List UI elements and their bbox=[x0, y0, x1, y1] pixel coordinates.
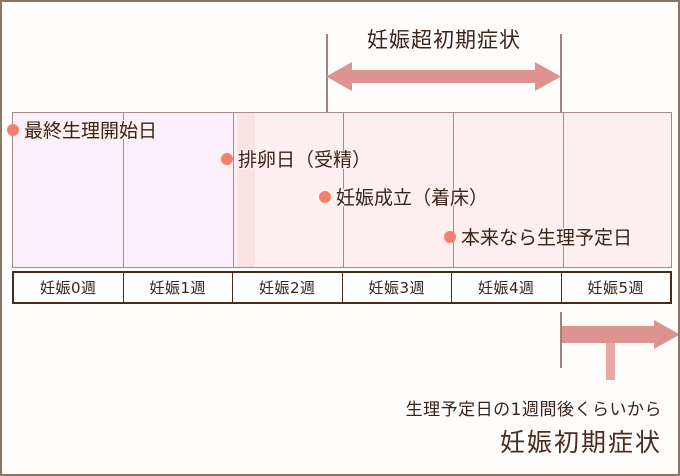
band-gridline-3 bbox=[343, 113, 344, 267]
event-dot-icon bbox=[7, 123, 19, 136]
event-marker-ovulation: 排卵日（受精） bbox=[221, 145, 371, 172]
guide-line-week5-start bbox=[560, 34, 562, 112]
event-label: 本来なら生理予定日 bbox=[461, 227, 633, 249]
week-cell-5: 妊娠5週 bbox=[587, 279, 645, 297]
band-gridline-1 bbox=[123, 113, 124, 267]
elbow-right-arrow-icon bbox=[562, 320, 678, 380]
week-cell-3: 妊娠3週 bbox=[343, 273, 452, 302]
event-label: 最終生理開始日 bbox=[24, 120, 158, 142]
event-dot-icon bbox=[444, 230, 456, 243]
event-label: 排卵日（受精） bbox=[238, 149, 372, 171]
band-post-ovulation bbox=[255, 113, 671, 267]
week-cell-2: 妊娠2週 bbox=[233, 273, 343, 302]
band-gridline-5 bbox=[563, 113, 564, 267]
week-cell-0: 妊娠0週 bbox=[14, 273, 124, 302]
bottom-caption-line1: 生理予定日の1週間後くらいから bbox=[405, 400, 662, 420]
week-cell-1: 妊娠1週 bbox=[124, 273, 233, 302]
band-gridline-4 bbox=[453, 113, 454, 267]
timeline-band-region bbox=[12, 112, 672, 268]
band-ovulation-highlight bbox=[237, 113, 255, 267]
bottom-caption-line2: 妊娠初期症状 bbox=[499, 428, 662, 457]
event-marker-implantation: 妊娠成立（着床） bbox=[319, 183, 488, 210]
event-dot-icon bbox=[221, 152, 233, 165]
top-heading-label: 妊娠超初期症状 bbox=[367, 28, 521, 52]
band-gridline-2 bbox=[233, 113, 234, 267]
event-marker-last-period: 最終生理開始日 bbox=[7, 116, 157, 143]
double-headed-arrow-icon bbox=[326, 61, 561, 92]
event-label: 妊娠成立（着床） bbox=[336, 187, 489, 209]
guide-line-below-table bbox=[560, 312, 562, 368]
event-marker-expected-period: 本来なら生理予定日 bbox=[444, 223, 632, 250]
event-dot-icon bbox=[319, 190, 331, 203]
guide-line-week3-start bbox=[326, 34, 328, 112]
band-pre-ovulation bbox=[13, 113, 237, 267]
week-cell-4: 妊娠4週 bbox=[452, 273, 562, 302]
week-scale-table: 妊娠0週 妊娠1週 妊娠2週 妊娠3週 妊娠4週 妊娠5週 bbox=[12, 271, 672, 304]
